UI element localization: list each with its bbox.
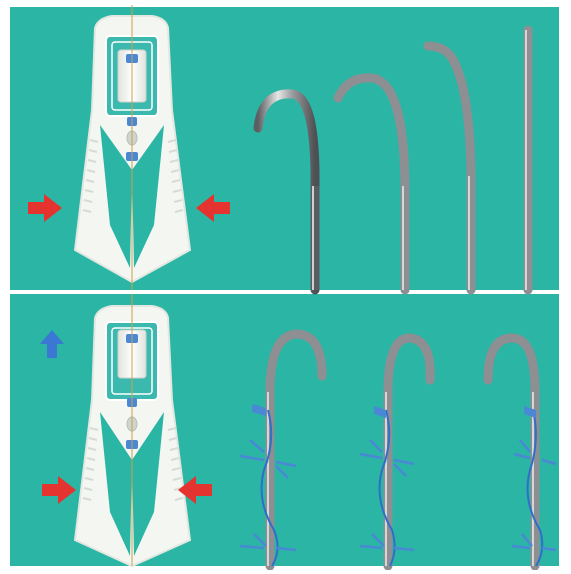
catheter-top-4 — [526, 30, 528, 290]
